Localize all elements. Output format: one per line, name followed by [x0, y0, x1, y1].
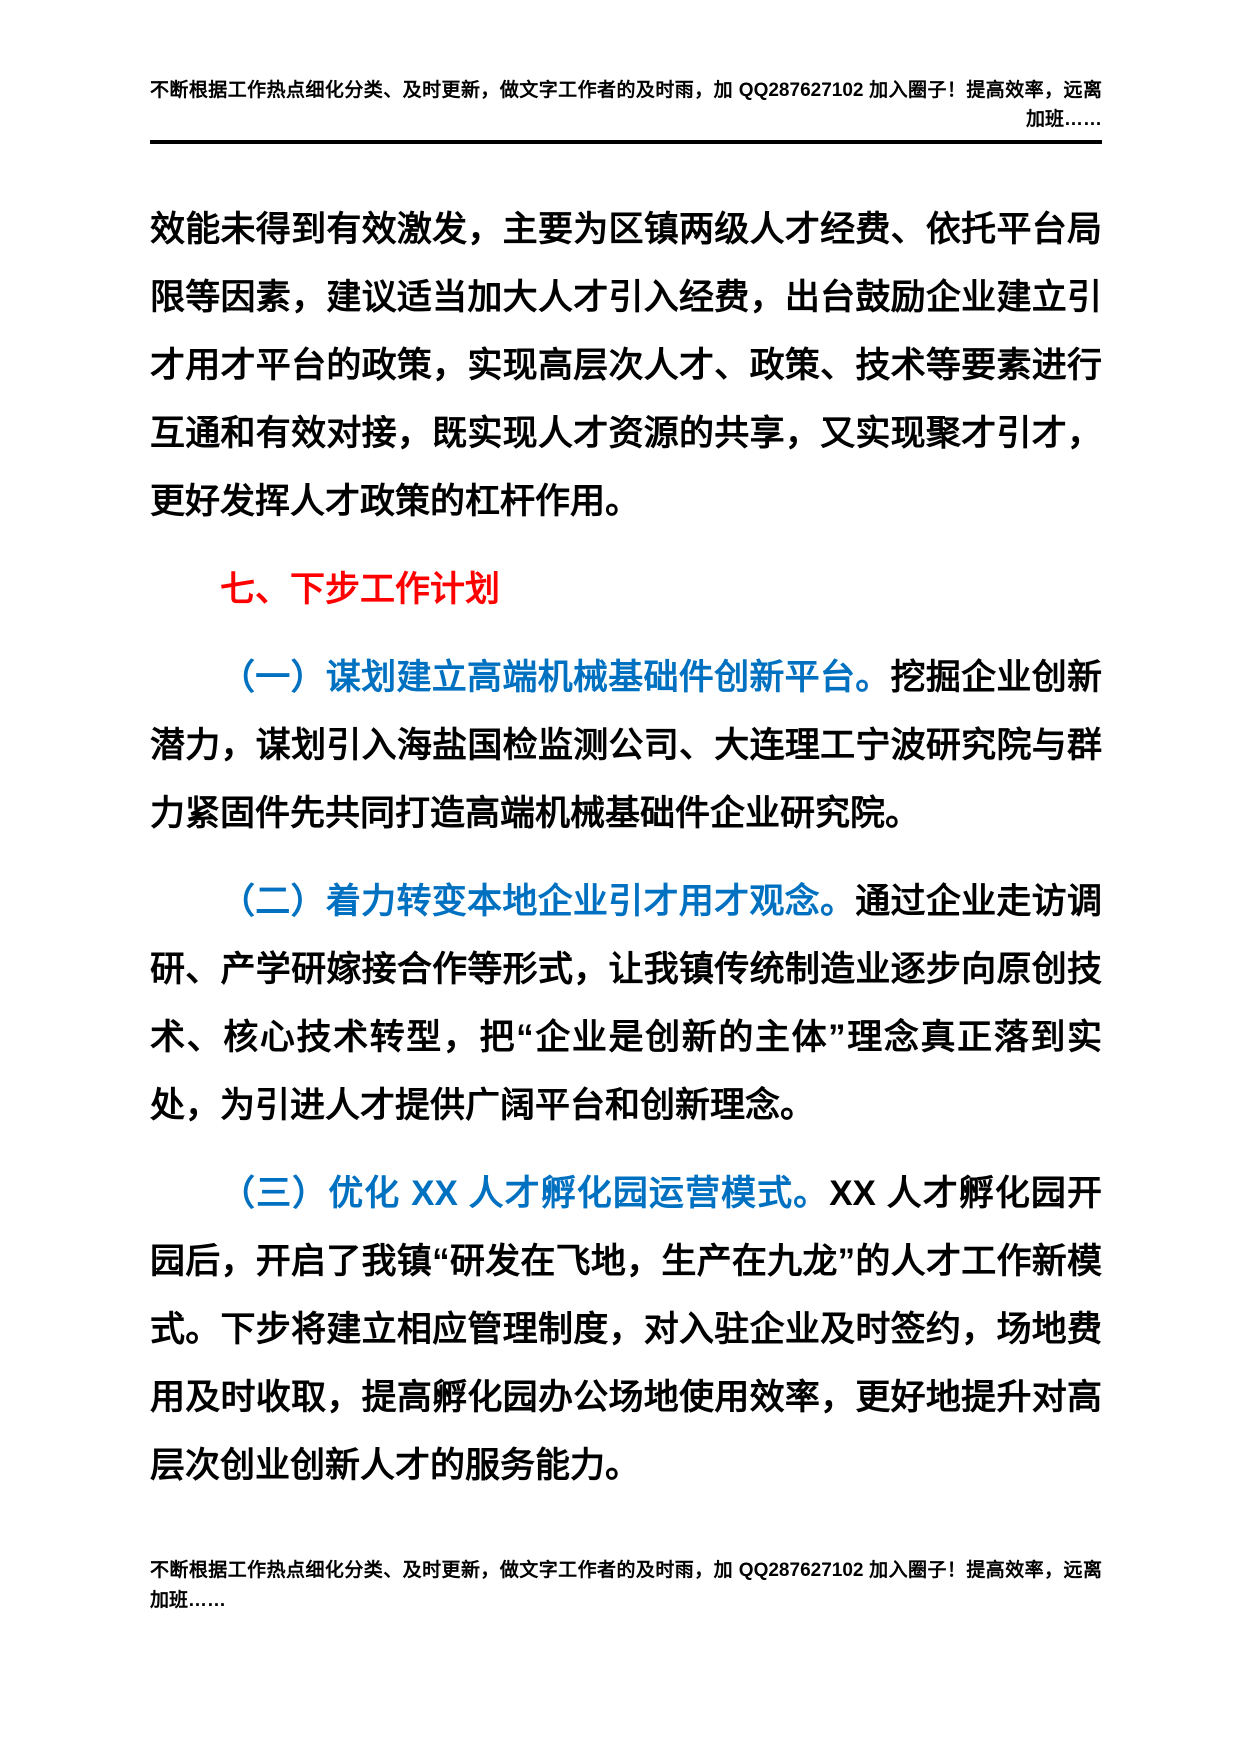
subsection-3-lead: （三）优化 XX 人才孵化园运营模式。	[220, 1174, 830, 1213]
paragraph-continuation: 效能未得到有效激发，主要为区镇两级人才经费、依托平台局限等因素，建议适当加大人才…	[150, 210, 1102, 521]
section-heading: 七、下步工作计划	[220, 570, 501, 609]
page-header: 不断根据工作热点细化分类、及时更新，做文字工作者的及时雨，加 QQ2876271…	[150, 0, 1102, 144]
header-promo-text: 不断根据工作热点细化分类、及时更新，做文字工作者的及时雨，加 QQ2876271…	[150, 76, 1102, 144]
subsection-1-lead: （一）谋划建立高端机械基础件创新平台。	[220, 658, 891, 697]
document-body: 效能未得到有效激发，主要为区镇两级人才经费、依托平台局限等因素，建议适当加大人才…	[150, 176, 1102, 1500]
subsection-1-body: 挖掘企业创新潜力，谋划引入海盐国检监测公司、大连理工宁波研究院与群力紧固件先共同…	[150, 658, 1102, 833]
subsection-2-body: 通过企业走访调研、产学研嫁接合作等形式，让我镇传统制造业逐步向原创技术、核心技术…	[150, 882, 1102, 1125]
footer-promo-text: 不断根据工作热点细化分类、及时更新，做文字工作者的及时雨，加 QQ2876271…	[150, 1560, 1102, 1611]
subsection-2-lead: （二）着力转变本地企业引才用才观念。	[220, 882, 856, 921]
page-footer: 不断根据工作热点细化分类、及时更新，做文字工作者的及时雨，加 QQ2876271…	[150, 1556, 1102, 1616]
subsection-1: （一）谋划建立高端机械基础件创新平台。挖掘企业创新潜力，谋划引入海盐国检监测公司…	[150, 644, 1102, 848]
subsection-3-body: XX 人才孵化园开园后，开启了我镇“研发在飞地，生产在九龙”的人才工作新模式。下…	[150, 1174, 1102, 1485]
subsection-3: （三）优化 XX 人才孵化园运营模式。XX 人才孵化园开园后，开启了我镇“研发在…	[150, 1160, 1102, 1500]
subsection-2: （二）着力转变本地企业引才用才观念。通过企业走访调研、产学研嫁接合作等形式，让我…	[150, 868, 1102, 1140]
